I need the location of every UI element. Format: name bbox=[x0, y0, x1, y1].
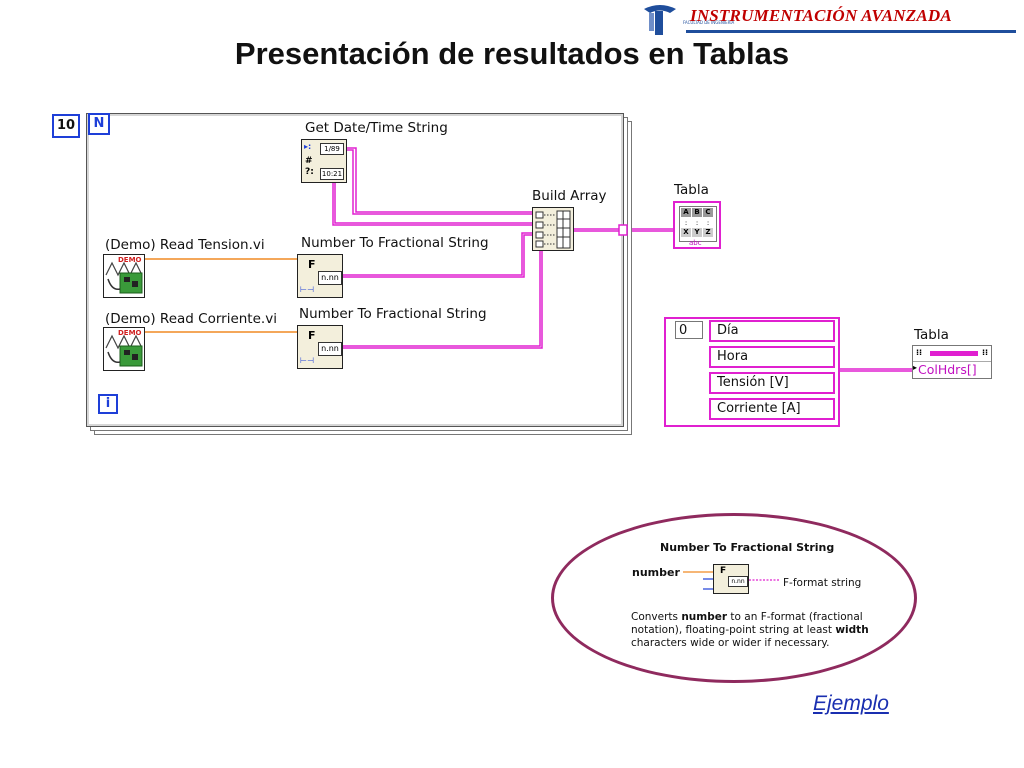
number-to-fractional-string-node-1[interactable]: F n.nn ⊢⊣ bbox=[297, 254, 343, 298]
help-nfs-icon: F n.nn bbox=[713, 564, 749, 594]
colhdrs-property-node[interactable]: ⁝⁝ ⁝⁝ bbox=[912, 345, 992, 379]
table-row-cell: X bbox=[681, 228, 691, 237]
get-date-time-node[interactable]: ▸: 1/89 # ?: 10:21 bbox=[301, 139, 347, 183]
datetime-query-icon: ?: bbox=[305, 167, 314, 177]
tabla-indicator-label: Tabla bbox=[674, 182, 709, 198]
demo-tag: DEMO bbox=[118, 329, 142, 337]
refnum-icon: ⁝⁝ bbox=[982, 348, 989, 357]
help-desc-bold: number bbox=[681, 611, 728, 623]
property-input-arrow: ▸ bbox=[913, 363, 918, 372]
read-tension-label: (Demo) Read Tension.vi bbox=[105, 237, 265, 253]
datetime-hash-icon: # bbox=[305, 156, 313, 166]
nfs2-label: Number To Fractional String bbox=[299, 306, 487, 322]
tabla-property-label: Tabla bbox=[914, 327, 949, 343]
property-node-header: ⁝⁝ ⁝⁝ bbox=[916, 348, 988, 358]
help-title: Number To Fractional String bbox=[660, 541, 835, 554]
nnn-icon: n.nn bbox=[318, 342, 342, 356]
table-header-cell: A bbox=[681, 208, 691, 217]
array-element-tension[interactable]: Tensión [V] bbox=[709, 372, 835, 394]
width-terminal-icon: ⊢⊣ bbox=[300, 356, 314, 365]
table-icon: A B C : : : X Y Z bbox=[679, 206, 717, 242]
table-row-cell: Y bbox=[692, 228, 702, 237]
table-header-cell: C bbox=[703, 208, 713, 217]
help-callout-ellipse bbox=[551, 513, 917, 683]
read-corriente-label: (Demo) Read Corriente.vi bbox=[105, 311, 277, 327]
string-type-label: abc bbox=[689, 239, 702, 247]
ejemplo-link[interactable]: Ejemplo bbox=[813, 692, 889, 715]
datetime-label: Get Date/Time String bbox=[305, 120, 448, 136]
loop-tunnel bbox=[618, 224, 628, 236]
read-corriente-vi[interactable]: DEMO bbox=[103, 327, 145, 371]
f-format-icon: F bbox=[720, 566, 727, 576]
header-rule bbox=[686, 30, 1016, 33]
loop-count-terminal[interactable]: N bbox=[88, 113, 110, 135]
build-array-node[interactable] bbox=[532, 207, 574, 251]
class-bar bbox=[930, 351, 978, 356]
width-terminal-icon: ⊢⊣ bbox=[300, 285, 314, 294]
tabla-indicator-terminal[interactable]: A B C : : : X Y Z abc bbox=[673, 201, 721, 249]
array-element-dia[interactable]: Día bbox=[709, 320, 835, 342]
help-desc-text: Converts bbox=[631, 611, 682, 623]
help-desc-text: characters wide or wider if necessary. bbox=[631, 637, 830, 649]
help-input-label: number bbox=[632, 566, 680, 579]
help-output-label: F-format string bbox=[783, 577, 862, 589]
datetime-date-icon: 1/89 bbox=[320, 143, 344, 155]
help-desc-text: to an F-format (fractional notation), fl… bbox=[631, 611, 863, 636]
array-element-corriente[interactable]: Corriente [A] bbox=[709, 398, 835, 420]
colhdrs-property[interactable]: ColHdrs[] bbox=[918, 362, 977, 377]
loop-count-constant[interactable]: 10 bbox=[52, 114, 80, 138]
table-row-cell: Z bbox=[703, 228, 713, 237]
daq-card-icon bbox=[105, 261, 143, 294]
nnn-icon: n.nn bbox=[318, 271, 342, 285]
f-format-icon: F bbox=[308, 329, 316, 342]
build-array-icon bbox=[535, 210, 571, 249]
help-description: Converts number to an F-format (fraction… bbox=[631, 611, 876, 650]
page-title-text: Presentación de resultados en Tablas bbox=[234, 36, 790, 71]
logo-caption: FACULTAD DE INGENIERÍA bbox=[683, 20, 735, 25]
header-brand: INSTRUMENTACIÓN AVANZADA bbox=[690, 6, 952, 25]
nfs1-label: Number To Fractional String bbox=[301, 235, 489, 251]
daq-card-icon bbox=[105, 334, 143, 367]
number-to-fractional-string-node-2[interactable]: F n.nn ⊢⊣ bbox=[297, 325, 343, 369]
help-desc-bold: width bbox=[835, 624, 869, 636]
property-divider bbox=[913, 361, 991, 362]
build-array-label: Build Array bbox=[532, 188, 607, 204]
array-index-display[interactable]: 0 bbox=[675, 321, 703, 339]
refnum-icon: ⁝⁝ bbox=[916, 348, 923, 357]
datetime-in-terminal: ▸: bbox=[304, 142, 312, 151]
page-title: Presentación de resultados en Tablas bbox=[0, 36, 1024, 72]
table-header-cell: B bbox=[692, 208, 702, 217]
nnn-icon: n.nn bbox=[728, 576, 748, 587]
f-format-icon: F bbox=[308, 258, 316, 271]
read-tension-vi[interactable]: DEMO bbox=[103, 254, 145, 298]
for-loop[interactable] bbox=[86, 113, 624, 427]
demo-tag: DEMO bbox=[118, 256, 142, 264]
datetime-time-icon: 10:21 bbox=[320, 168, 344, 180]
array-element-hora[interactable]: Hora bbox=[709, 346, 835, 368]
faculty-logo bbox=[644, 5, 676, 35]
loop-index-terminal[interactable]: i bbox=[98, 394, 118, 414]
